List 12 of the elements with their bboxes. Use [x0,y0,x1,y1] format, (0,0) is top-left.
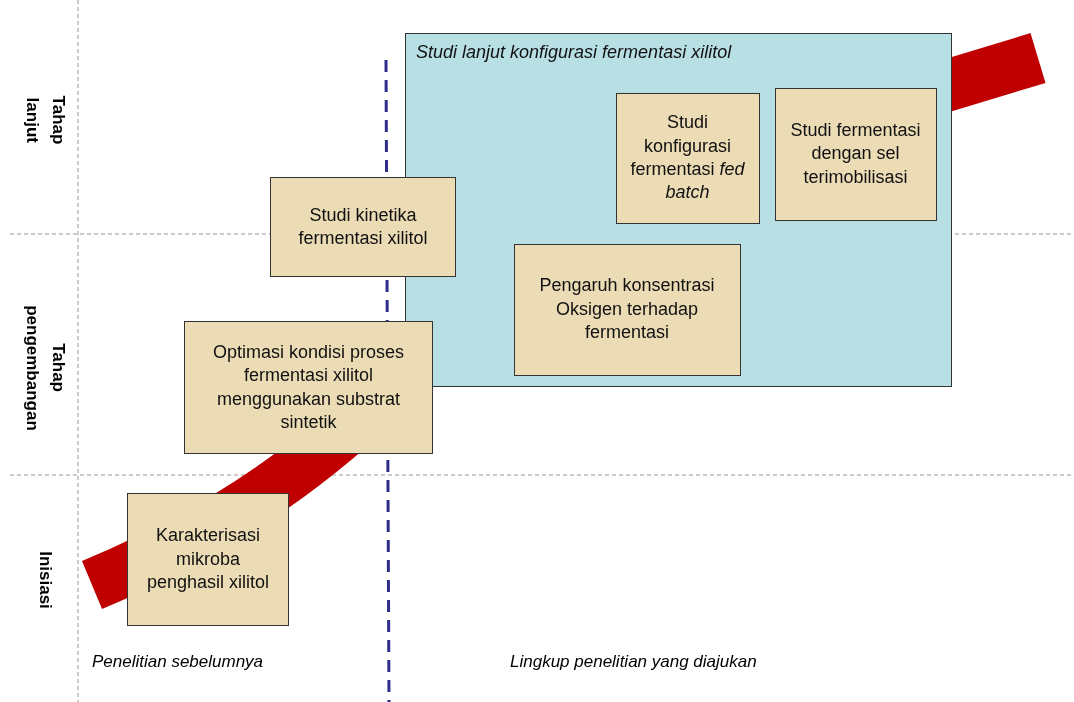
stage-label: Inisiasi [34,551,56,609]
panel-title: Studi lanjut konfigurasi fermentasi xilitol [416,42,732,63]
region-label: Lingkup penelitian yang diajukan [510,652,757,672]
study-box: Karakterisasi mikroba penghasil xilitol [127,493,289,626]
region-label: Penelitian sebelumnya [92,652,264,672]
stage-label: Tahap lanjut [22,95,69,145]
stage-label: Tahap pengembangan [22,305,69,431]
study-box: Studi fermentasi dengan sel terimobilisasi [774,87,937,221]
study-box: Studi kinetika fermentasi xilitol [270,177,456,277]
study-box: Studi konfigurasi fermentasi fed batch [615,92,760,224]
study-box: Optimasi kondisi proses fermentasi xilitol menggunakan substrat sintetik [184,321,433,454]
study-box: Pengaruh konsentrasi Oksigen terhadap fermentasi [513,243,741,376]
